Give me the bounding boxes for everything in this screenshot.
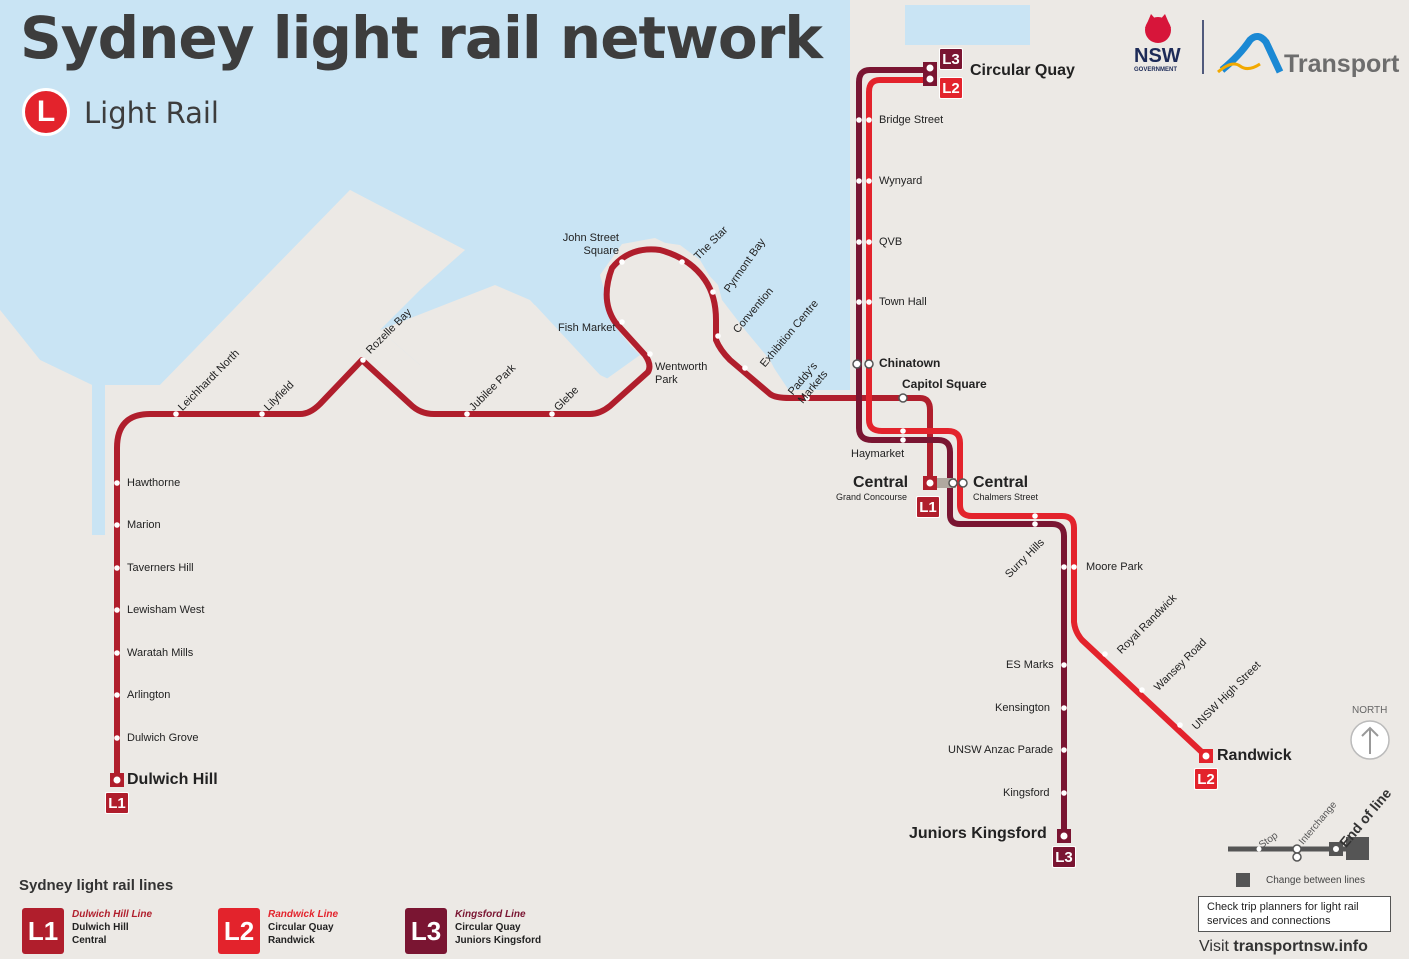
station-marion: Marion (127, 519, 161, 531)
station-lewisham-west: Lewisham West (127, 604, 205, 616)
station-juniors-kingsford: Juniors Kingsford (909, 825, 1047, 842)
page-title: Sydney light rail network (20, 4, 823, 72)
station-central-gc-sub: Grand Concourse (836, 492, 908, 502)
harbour-water (0, 0, 1030, 535)
station-john-street-square: John Street Square (562, 232, 619, 257)
legend-l2-badge: L2 (218, 908, 260, 954)
visit-url-link[interactable]: transportnsw.info (1233, 938, 1368, 955)
visit-line: Visit transportnsw.info (1199, 938, 1368, 956)
station-circular-quay: Circular Quay (970, 62, 1075, 79)
map-key (1228, 837, 1369, 887)
station-es-marks: ES Marks (1006, 659, 1054, 671)
nsw-waratah-logo (1145, 14, 1171, 43)
legend-l2: L2 Randwick Line Circular Quay Randwick (218, 908, 338, 954)
badge-l3-circular-quay: L3 (939, 48, 963, 70)
mode-label: Light Rail (84, 96, 219, 130)
trip-planner-note: Check trip planners for light rail servi… (1198, 896, 1391, 932)
station-kensington: Kensington (995, 702, 1051, 714)
station-town-hall: Town Hall (879, 296, 927, 308)
l1-route (114, 246, 933, 782)
l3-route (856, 67, 1067, 836)
north-arrow-icon (1350, 720, 1390, 760)
legend-l2-to: Randwick (268, 935, 315, 946)
badge-l1-central: L1 (916, 496, 940, 518)
badge-l2-randwick: L2 (1194, 768, 1218, 790)
station-wynyard: Wynyard (879, 175, 923, 187)
station-unsw-anzac-parade: UNSW Anzac Parade (948, 744, 1054, 756)
legend-l3-badge: L3 (405, 908, 447, 954)
station-waratah-mills: Waratah Mills (127, 647, 194, 659)
station-capitol-square: Capitol Square (902, 377, 987, 391)
station-moore-park: Moore Park (1086, 561, 1143, 573)
legend-l1-from: Dulwich Hill (72, 922, 129, 933)
legend-l3: L3 Kingsford Line Circular Quay Juniors … (405, 908, 541, 954)
stop-markers (114, 117, 1183, 796)
nsw-logo-subtext: GOVERNMENT (1134, 67, 1178, 73)
station-qvb: QVB (879, 236, 903, 248)
legend-l1-badge: L1 (22, 908, 64, 954)
legend-l3-name: Kingsford Line (455, 909, 526, 920)
station-bridge-street: Bridge Street (879, 114, 944, 126)
end-of-line-markers (110, 62, 1213, 843)
transport-logo-text: Transport (1284, 50, 1400, 78)
station-central-cs: Central (973, 474, 1029, 491)
station-fish-market: Fish Market (558, 322, 616, 334)
station-hawthorne: Hawthorne (127, 477, 181, 489)
station-central-gc-name: Central (853, 474, 909, 491)
nsw-logo-text: NSW (1134, 45, 1181, 67)
legend-title: Sydney light rail lines (19, 877, 174, 894)
legend-l3-from: Circular Quay (455, 922, 521, 933)
station-central-cs-sub: Chalmers Street (973, 492, 1039, 502)
legend-l3-to: Juniors Kingsford (455, 935, 542, 946)
station-central-gc: Central (853, 474, 908, 492)
station-dulwich-grove: Dulwich Grove (127, 732, 199, 744)
station-taverners-hill: Taverners Hill (127, 562, 194, 574)
key-change-between-lines: Change between lines (1266, 875, 1365, 886)
l2-route (866, 77, 1209, 759)
light-rail-icon: L (22, 88, 70, 136)
badge-l2-circular-quay: L2 (939, 77, 963, 99)
legend-l2-from: Circular Quay (268, 922, 334, 933)
legend-l1-name: Dulwich Hill Line (72, 909, 153, 920)
legend-l1: L1 Dulwich Hill Line Dulwich Hill Centra… (22, 908, 152, 954)
transport-logo (1217, 33, 1284, 74)
north-label: NORTH (1352, 705, 1388, 716)
visit-prefix: Visit (1199, 938, 1234, 955)
station-randwick: Randwick (1217, 747, 1292, 764)
central-interchange-link (934, 478, 956, 488)
station-dulwich-hill: Dulwich Hill (127, 771, 218, 788)
station-chinatown: Chinatown (879, 356, 941, 370)
station-arlington: Arlington (127, 689, 171, 701)
legend-l2-name: Randwick Line (268, 909, 339, 920)
badge-l3-juniors-kingsford: L3 (1052, 846, 1076, 868)
station-haymarket: Haymarket (851, 448, 905, 460)
station-wentworth-park: Wentworth Park (655, 361, 708, 386)
station-kingsford: Kingsford (1003, 787, 1050, 799)
legend-l1-to: Central (72, 935, 107, 946)
badge-l1-dulwich-hill: L1 (105, 792, 129, 814)
